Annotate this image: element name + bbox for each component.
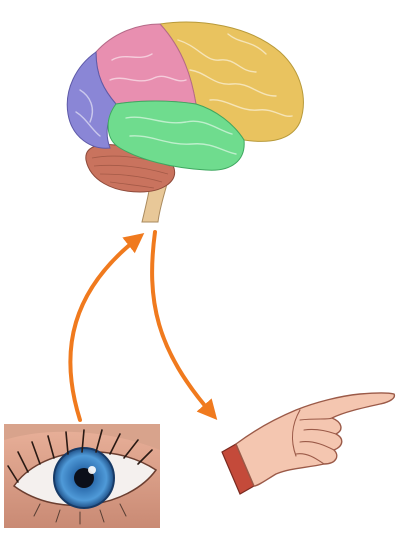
arrow-eye-to-brain: [70, 238, 138, 420]
brain-icon: [67, 22, 303, 222]
arrow-brain-to-hand: [152, 232, 212, 414]
hand-palm: [236, 393, 394, 486]
pointing-hand-icon: [222, 393, 394, 494]
eye-icon: [4, 424, 160, 528]
